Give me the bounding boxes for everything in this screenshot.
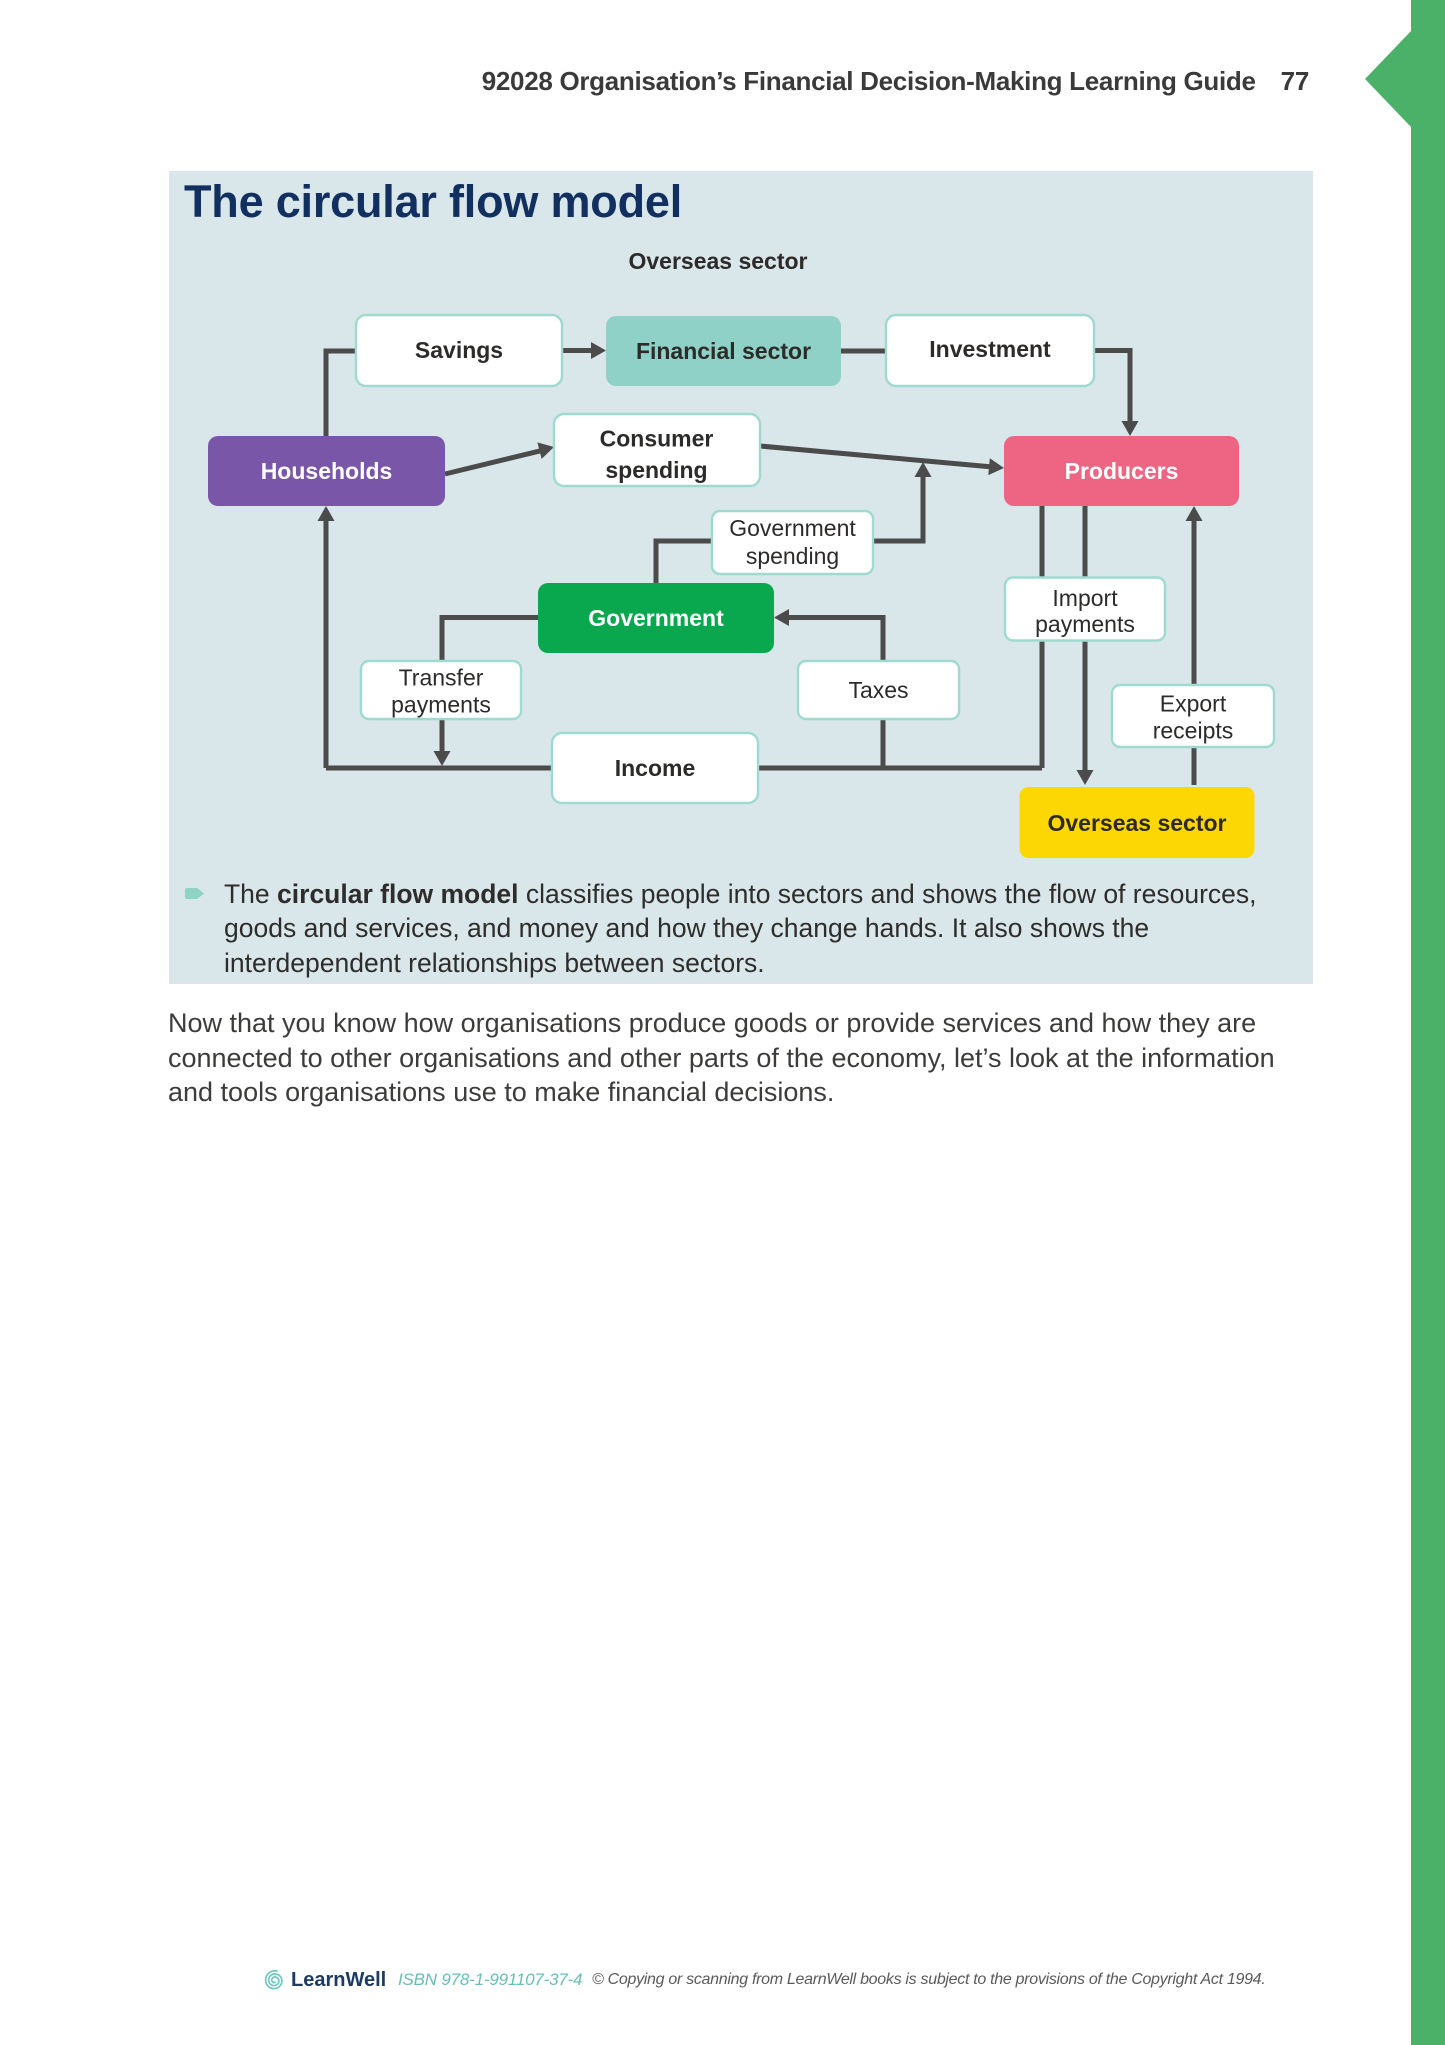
svg-text:spending: spending [605,457,707,483]
svg-text:Savings: Savings [415,337,503,363]
svg-text:Transfer: Transfer [399,665,484,691]
svg-text:receipts: receipts [1153,718,1234,744]
svg-text:Income: Income [615,755,696,781]
svg-text:Import: Import [1052,585,1118,611]
svg-text:Export: Export [1160,691,1227,717]
svg-text:Overseas sector: Overseas sector [628,248,807,274]
svg-text:Financial sector: Financial sector [636,338,811,364]
svg-text:Government: Government [729,515,856,541]
svg-text:spending: spending [746,543,839,569]
svg-text:Taxes: Taxes [848,677,908,703]
svg-text:Investment: Investment [929,336,1051,362]
svg-text:Producers: Producers [1065,458,1179,484]
svg-text:Overseas sector: Overseas sector [1047,810,1226,836]
svg-text:payments: payments [391,692,491,718]
svg-text:Households: Households [261,458,393,484]
svg-text:Consumer: Consumer [600,426,714,452]
svg-text:payments: payments [1035,611,1135,637]
svg-text:Government: Government [588,605,724,631]
